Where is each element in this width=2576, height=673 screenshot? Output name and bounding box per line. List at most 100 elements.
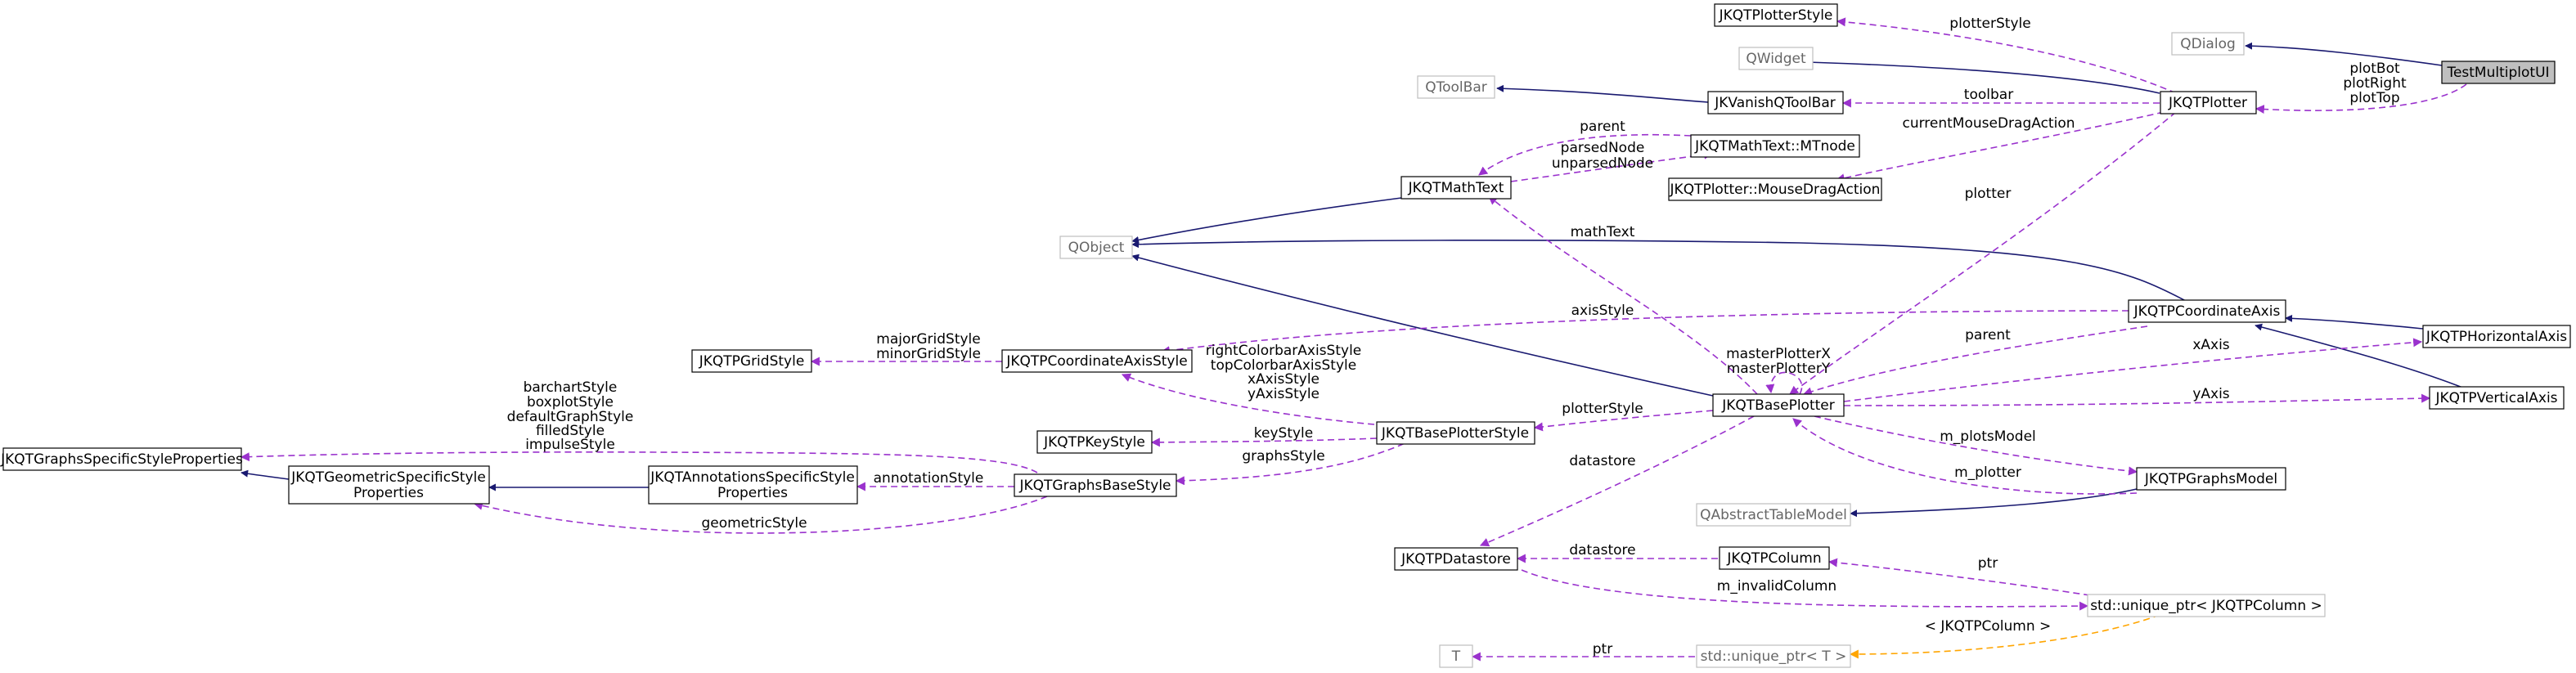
edge-geometricstyle [473,496,1048,534]
node-qobject[interactable]: QObject [1059,236,1133,259]
node-jkqtmathtext-mtnode[interactable]: JKQTMathText::MTnode [1690,134,1860,158]
edge-m-invalidcolumn [1521,569,2089,611]
node-label-jkqtmathtext: JKQTMathText [1408,180,1504,196]
node-jkqtpcoordinateaxisstyle[interactable]: JKQTPCoordinateAxisStyle [1001,349,1193,373]
node-unique-ptr-jkqtpcolumn[interactable]: std::unique_ptr< JKQTPColumn > [2087,594,2326,617]
edge-testmultiplotui-inherits-qdialog [2245,42,2443,66]
label-currentmousedragaction: currentMouseDragAction [1902,115,2075,132]
node-label-t: T [1451,648,1461,665]
node-label-testmultiplotui: TestMultiplotUI [2446,65,2549,81]
node-label-jkqtpverticalaxis: JKQTPVerticalAxis [2434,390,2557,406]
label-minorgridstyle: minorGridStyle [876,346,981,362]
label-toolbar: toolbar [1964,87,2013,103]
edge-mathtext-parent [1478,133,1692,176]
node-jkqtplotter[interactable]: JKQTPlotter [2160,91,2257,114]
node-jkqtplotter-mousedragaction[interactable]: JKQTPlotter::MouseDragAction [1668,177,1882,201]
edge-graphsmodel-inherits-qabstracttablemodel [1850,488,2138,518]
node-jkqtpkeystyle[interactable]: JKQTPKeyStyle [1036,430,1153,454]
node-label-jkqtgeometric-line1: JKQTGeometricSpecificStyle [290,469,486,486]
node-label-jkqtplotter-mousedragaction: JKQTPlotter::MouseDragAction [1670,182,1881,198]
edge-template-jkqtpcolumn [1849,614,2160,659]
node-label-jkqtplotter: JKQTPlotter [2168,95,2247,111]
node-label-jkqtannotations-line2: Properties [717,485,788,501]
label-annotationstyle: annotationStyle [874,470,984,487]
node-jkqtgraphsbasestyle[interactable]: JKQTGraphsBaseStyle [1014,473,1177,497]
node-qtoolbar[interactable]: QToolBar [1417,75,1495,99]
node-unique-ptr-t[interactable]: std::unique_ptr< T > [1696,644,1851,668]
node-label-jkqtbaseplotter: JKQTBasePlotter [1721,397,1834,414]
node-label-jkqtpdatastore: JKQTPDatastore [1400,551,1511,568]
node-qwidget[interactable]: QWidget [1738,47,1814,70]
label-xaxis: xAxis [2192,337,2229,353]
edge-parent-axis [1802,325,2148,397]
label-impulsestyle: impulseStyle [525,437,615,453]
edge-ptr-col [1827,558,2091,596]
node-jkqtpverticalaxis[interactable]: JKQTPVerticalAxis [2429,386,2565,410]
label-template-arg: < JKQTPColumn > [1925,618,2052,635]
node-jkqtannotationsspecificstyleproperties[interactable]: JKQTAnnotationsSpecificStyle Properties [648,465,858,505]
label-mathtext: mathText [1571,224,1635,240]
node-jkqtpgraphsmodel[interactable]: JKQTPGraphsModel [2136,467,2286,491]
node-label-jkqtplotterstyle: JKQTPlotterStyle [1719,7,1833,24]
label-keystyle: keyStyle [1254,425,1313,442]
label-plotterstyle-mid: plotterStyle [1562,401,1643,417]
label-xaxisstyle: xAxisStyle [1248,371,1319,388]
node-jkqtbaseplotter[interactable]: JKQTBasePlotter [1712,393,1845,417]
node-jkqtpdatastore[interactable]: JKQTPDatastore [1394,547,1518,571]
node-label-jkqtgraphsbasestyle: JKQTGraphsBaseStyle [1018,478,1171,494]
node-qdialog[interactable]: QDialog [2171,32,2245,56]
edge-axisstyle [1160,310,2129,356]
label-parent-mathtext: parent [1580,119,1625,135]
node-label-qdialog: QDialog [2180,36,2236,52]
node-jkqtplotterstyle[interactable]: JKQTPlotterStyle [1714,3,1838,27]
label-barchartstyle: barchartStyle [524,379,618,396]
node-label-qwidget: QWidget [1746,51,1806,67]
edge-datastore-1 [1479,415,1755,547]
node-jkqtbaseplotterstyle[interactable]: JKQTBasePlotterStyle [1376,421,1535,445]
node-jkvanishqtoolbar[interactable]: JKVanishQToolBar [1707,91,1844,114]
node-label-jkvanishqtoolbar: JKVanishQToolBar [1714,95,1836,111]
edge-baseplotter-inherits-qobject [1131,253,1714,397]
label-graphsstyle: graphsStyle [1242,448,1324,464]
label-masterplottery: masterPlotterY [1727,361,1831,377]
node-jkqtgraphsspecificstyleproperties[interactable]: JKQTGraphsSpecificStyleProperties [0,447,243,471]
edge-plotterstyle-top [1836,17,2177,94]
edge-plotterstyle-mid [1533,410,1714,432]
node-jkqtgeometricspecificstyleproperties[interactable]: JKQTGeometricSpecificStyle Properties [288,465,490,505]
label-yaxisstyle: yAxisStyle [1248,386,1319,402]
label-m-plotsmodel: m_plotsModel [1940,428,2036,445]
node-label-jkqtpgridstyle: JKQTPGridStyle [699,353,805,370]
node-jkqtmathtext[interactable]: JKQTMathText [1400,176,1512,200]
label-parent-axis: parent [1965,327,2011,343]
node-label-unique-ptr-jkqtpcolumn: std::unique_ptr< JKQTPColumn > [2090,598,2322,614]
node-jkqtpgridstyle[interactable]: JKQTPGridStyle [691,349,812,373]
node-label-qobject: QObject [1068,240,1125,256]
edge-keystyle [1150,437,1378,447]
node-jkqtpcoordinateaxis[interactable]: JKQTPCoordinateAxis [2128,299,2286,323]
label-plotter: plotter [1965,186,2012,202]
edge-jkqtmathtext-inherits-qobject [1131,197,1402,244]
edge-horizontalaxis-inherits-coordinateaxis [2285,314,2424,330]
label-datastore-1: datastore [1569,453,1635,469]
label-ptr-t: ptr [1593,641,1612,657]
node-jkqtpcolumn[interactable]: JKQTPColumn [1719,546,1830,570]
node-label-qtoolbar: QToolBar [1425,79,1486,96]
edge-jkqtplotter-inherits-qwidget [1781,57,2160,94]
label-plotterstyle-top: plotterStyle [1949,16,2030,32]
node-testmultiplotui[interactable]: TestMultiplotUI [2441,61,2556,84]
edge-verticalaxis-inherits-coordinateaxis [2255,323,2466,389]
label-m-invalidcolumn: m_invalidColumn [1717,578,1836,594]
label-plotright: plotRight [2343,75,2407,92]
label-plottop: plotTop [2349,90,2399,106]
edge-graphsbase-styles [240,451,1038,473]
node-jkqtphorizontalaxis[interactable]: JKQTPHorizontalAxis [2422,325,2571,348]
node-t[interactable]: T [1439,644,1473,668]
edge-plotbot-plotright-plottop [2255,83,2467,114]
node-label-jkqtmathtext-mtnode: JKQTMathText::MTnode [1694,138,1855,155]
node-label-jkqtgraphsspecificstyleproperties: JKQTGraphsSpecificStyleProperties [0,451,243,468]
node-qabstracttablemodel[interactable]: QAbstractTableModel [1696,503,1851,527]
edge-graphsstyle [1175,438,1414,486]
label-defaultgraphstyle: defaultGraphStyle [507,409,634,425]
node-label-jkqtpcoordinateaxis: JKQTPCoordinateAxis [2133,303,2281,320]
